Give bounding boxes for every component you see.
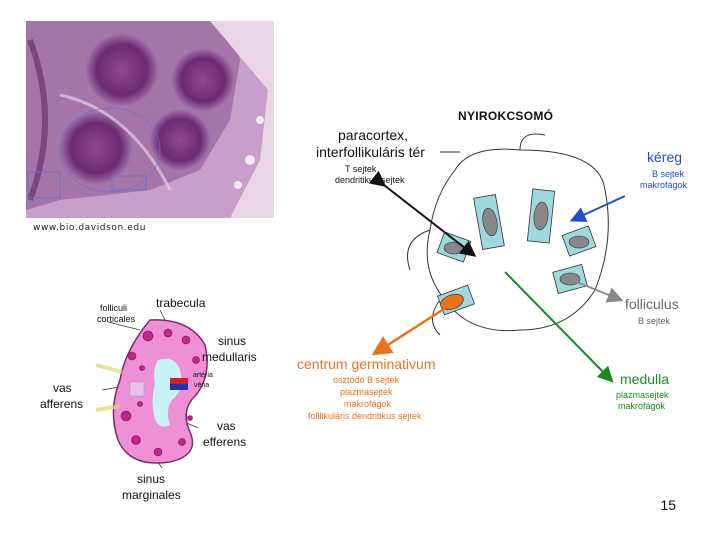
sinus-marginales-line1: sinus bbox=[137, 472, 166, 486]
centrum-sub4: folllikuláris dendritikus sejtek bbox=[308, 411, 422, 421]
medulla-arrow bbox=[504, 271, 614, 383]
paracortex-sub2: dendritikus sejtek bbox=[335, 175, 405, 185]
trabecula-label: trabecula bbox=[156, 296, 206, 310]
kereg-title: kéreg bbox=[647, 149, 683, 165]
folliculus-title: folliculus bbox=[625, 296, 679, 312]
medulla-title: medulla bbox=[620, 371, 670, 387]
vas-efferens-line1: vas bbox=[217, 419, 236, 433]
folliculi-line1: folliculi bbox=[100, 303, 128, 313]
vena-label: véna bbox=[194, 382, 210, 389]
medulla-sub2: makrofágok bbox=[618, 401, 666, 411]
kereg-sub1: B sejtek bbox=[652, 169, 685, 179]
kereg-arrow bbox=[569, 195, 626, 222]
kereg-sub2: makrofágok bbox=[640, 180, 688, 190]
paracortex-line1: paracortex, bbox=[338, 127, 409, 143]
centrum-sub1: osztódó B sejtek bbox=[333, 375, 400, 385]
paracortex-line2: interfollikuláris tér bbox=[316, 144, 425, 160]
image-credit: www.bio.davidson.edu bbox=[33, 223, 147, 233]
follicle bbox=[172, 49, 234, 111]
centrum-sub2: plazmasejtek bbox=[340, 387, 393, 397]
hilum bbox=[152, 358, 182, 427]
vas-afferens-line2: afferens bbox=[40, 397, 84, 411]
centrum-arrow bbox=[371, 303, 451, 356]
paracortex-sub1: T sejtek bbox=[345, 164, 377, 174]
folliculus-arrow bbox=[571, 279, 624, 303]
vas-afferens-line1: vas bbox=[53, 381, 72, 395]
page-number: 15 bbox=[660, 497, 676, 513]
germinal-center bbox=[440, 293, 464, 311]
cortical-follicles bbox=[120, 328, 200, 457]
arteria-label: artéria bbox=[193, 372, 213, 379]
follicle bbox=[60, 112, 132, 184]
afferent-vessels bbox=[95, 363, 123, 412]
sinus-marginales-line2: marginales bbox=[122, 488, 181, 502]
sinus-medullaris-line1: sinus bbox=[218, 334, 247, 348]
follicle bbox=[86, 34, 158, 106]
follicle bbox=[150, 110, 210, 170]
folliculus-sub1: B sejtek bbox=[638, 316, 671, 326]
centrum-title: centrum germinativum bbox=[297, 356, 436, 372]
diagram-title: NYIROKCSOMÓ bbox=[458, 109, 554, 123]
paracortex-arrow bbox=[368, 170, 477, 257]
vas-efferens-line2: efferens bbox=[203, 435, 247, 449]
folliculi-line2: corticales bbox=[97, 314, 136, 324]
medulla-sub1: plazmasejtek bbox=[616, 390, 669, 400]
sinus-medullaris-line2: medullaris bbox=[202, 350, 257, 364]
centrum-sub3: makrofágok bbox=[344, 399, 392, 409]
